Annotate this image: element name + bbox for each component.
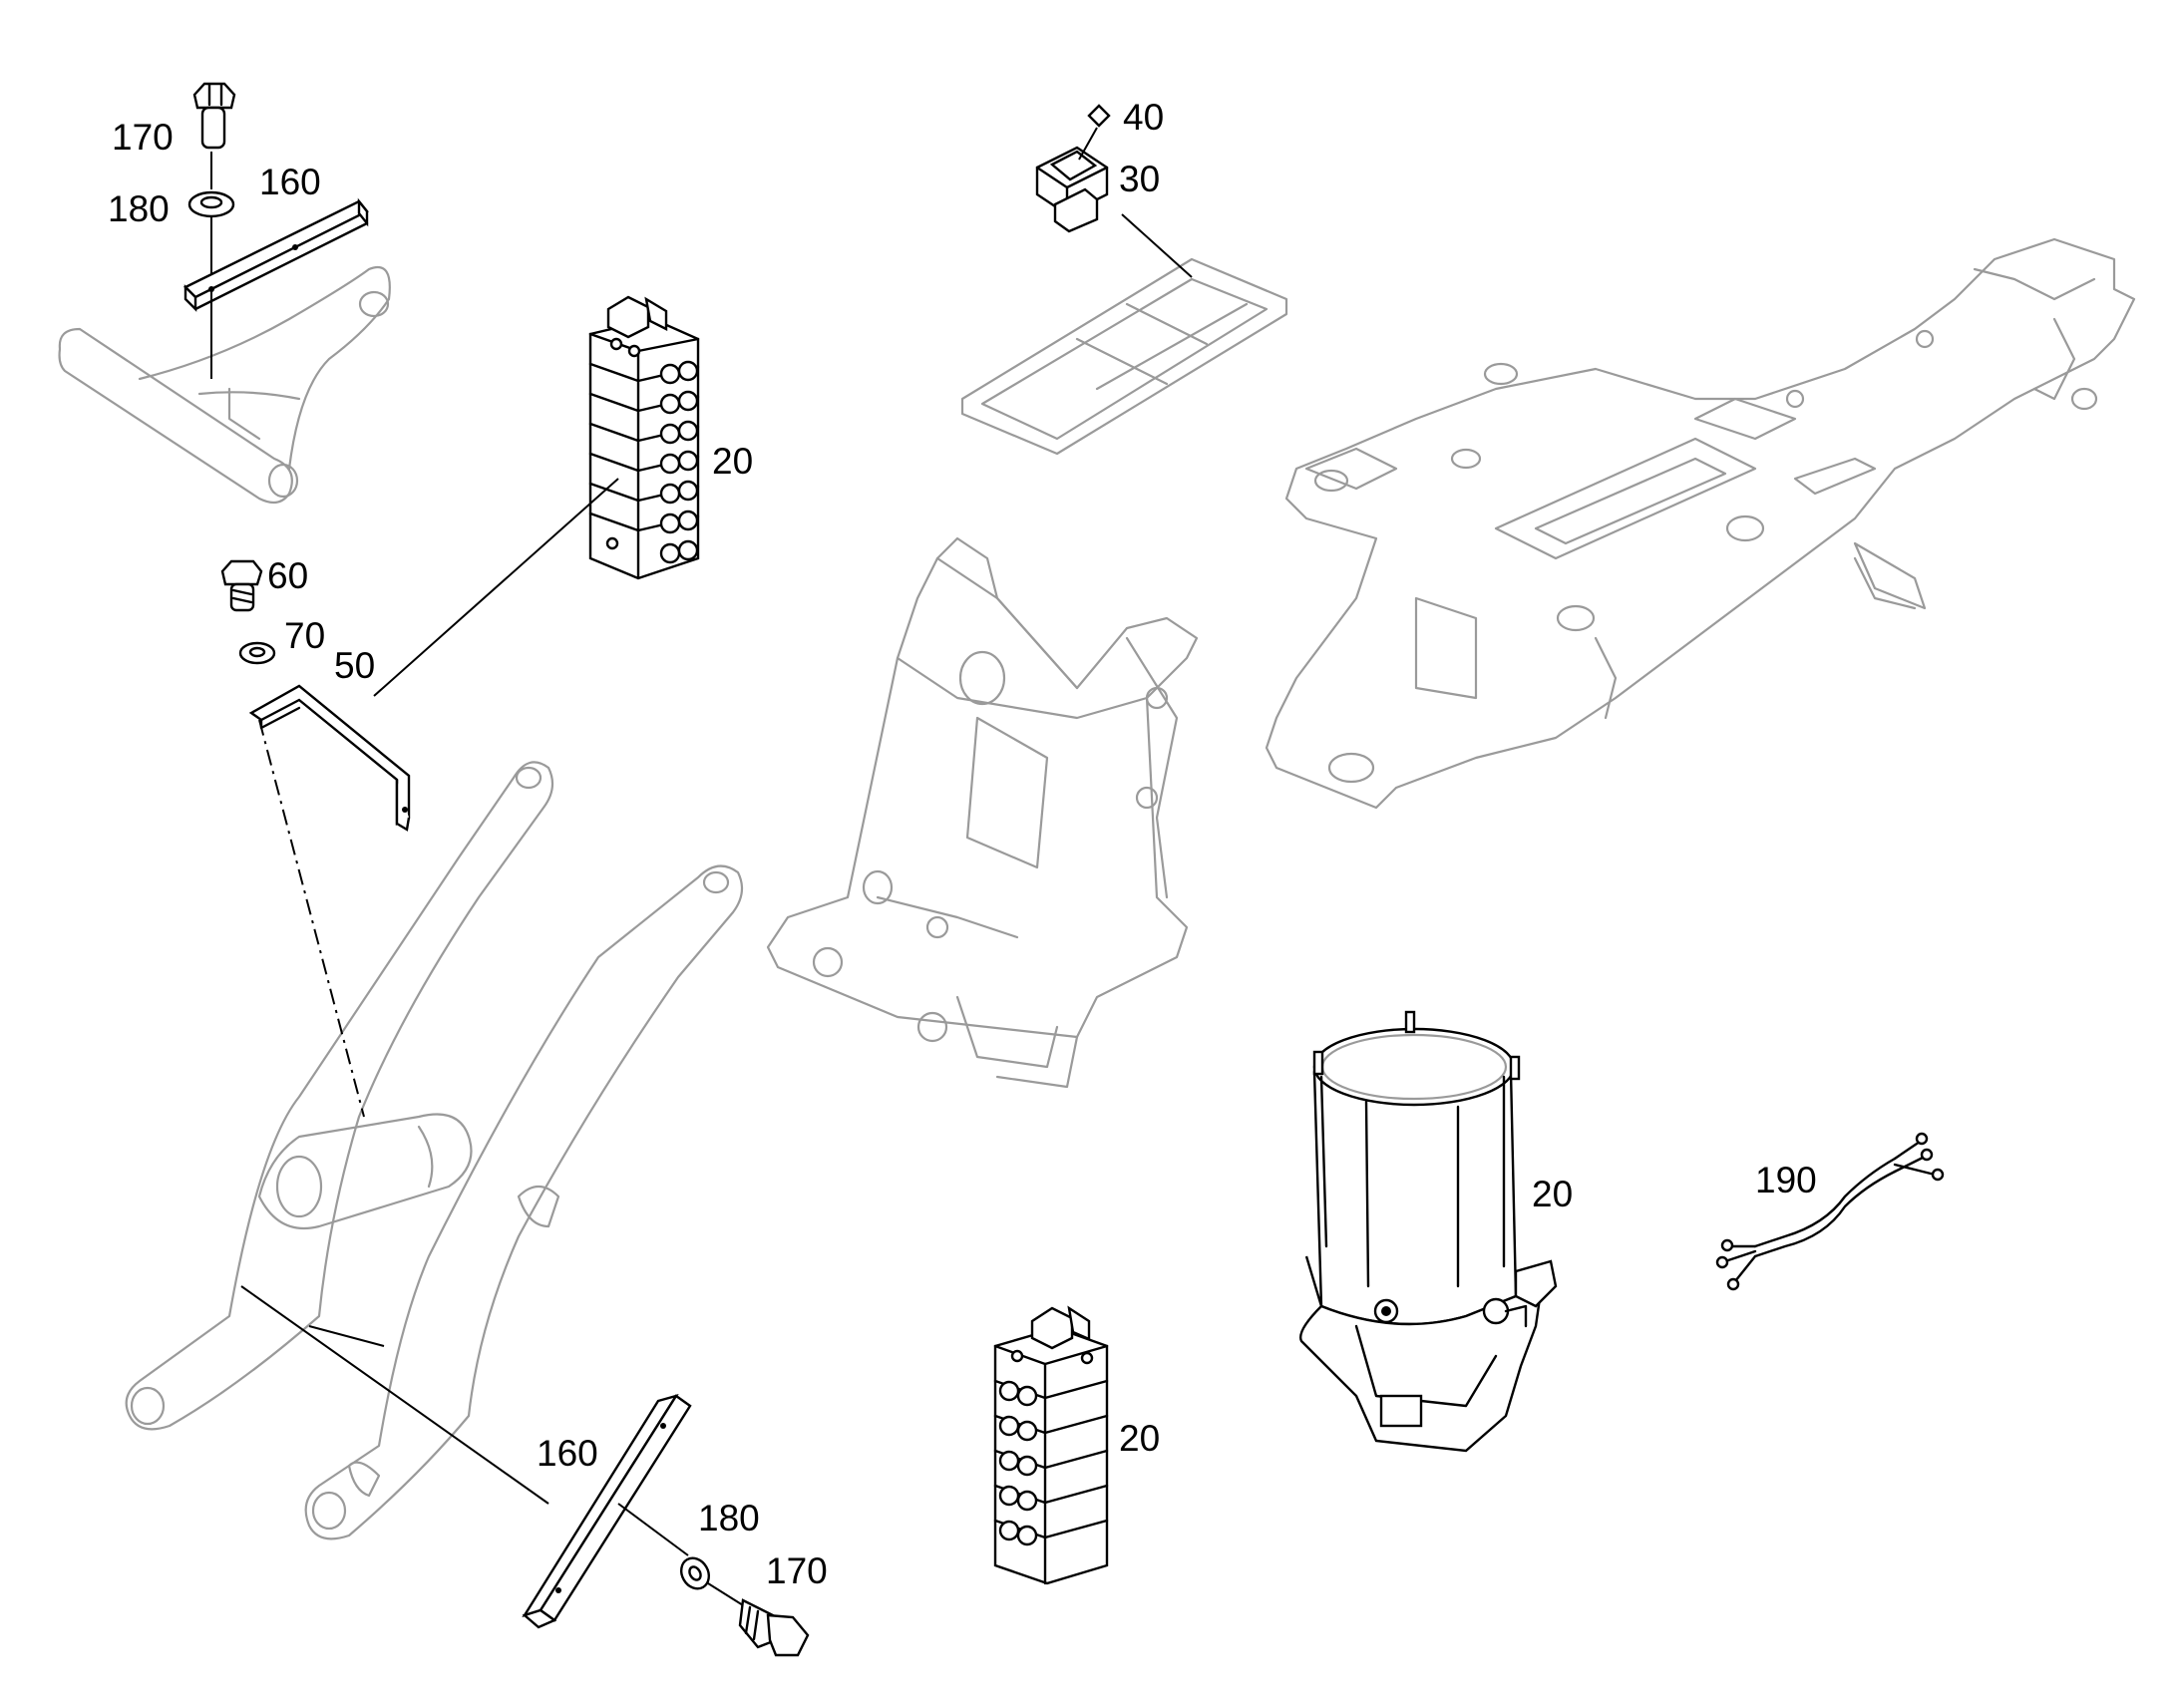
dash-dot-axis-line [258,719,365,1118]
washer-180-bottom [679,1556,711,1590]
ghost-axle-cross-member [58,266,391,505]
callout-190: 190 [1755,1160,1817,1200]
callout-30: 30 [1119,159,1160,199]
ghost-cab-floor-plate [960,257,1288,456]
bolt-170-bottom [738,1598,810,1657]
callout-170-bottom: 170 [766,1550,828,1591]
leader-bracket-washer-bottom [617,1503,689,1556]
bolt-170-top [192,82,236,150]
lubrication-pump-20 [1299,1010,1558,1453]
callout-20-distributor-top: 20 [712,441,753,482]
leader-arm-bracket-bottom [240,1285,549,1505]
distributor-bottom-outlet-fittings [998,1380,1038,1546]
callout-160-bottom: 160 [537,1433,598,1474]
ghost-loader-tower [766,536,1199,1089]
bracket-160-top [182,197,369,312]
callout-40: 40 [1123,97,1164,138]
callout-20-distributor-bottom: 20 [1119,1418,1160,1459]
distributor-block-20-top [588,295,700,580]
leader-washer-bolt-bottom [707,1582,744,1606]
bolt-60 [220,559,263,612]
washer-70 [238,641,276,665]
callout-50: 50 [334,645,375,686]
callout-60: 60 [267,555,308,596]
ghost-rear-frame [1265,237,2136,810]
callout-160-top: 160 [259,162,321,202]
callout-170-top: 170 [112,117,174,158]
bracket-50 [248,684,411,832]
leader-distributor-bracket [373,478,619,697]
cap-40 [1078,104,1111,161]
washer-180-top [187,190,235,218]
callout-70: 70 [284,615,325,656]
distributor-outlet-fittings [659,360,699,564]
callout-180-bottom: 180 [698,1498,760,1538]
switch-30 [1035,146,1109,233]
ghost-loader-arm [125,761,744,1540]
leader-switch-plate [1121,213,1193,278]
bracket-160-bottom [522,1394,692,1629]
callout-20-pump: 20 [1532,1174,1573,1214]
wiring-harness-190 [1715,1132,1945,1291]
distributor-block-20-bottom [993,1305,1109,1585]
leader-arm-detail [308,1325,385,1347]
callout-180-top: 180 [108,188,170,229]
